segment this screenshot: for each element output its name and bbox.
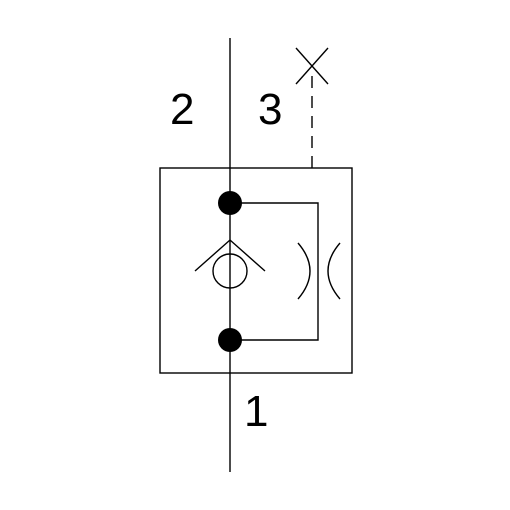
check-valve-icon bbox=[194, 239, 266, 289]
junction-dot-top bbox=[218, 191, 242, 215]
orifice-restriction-icon bbox=[297, 242, 341, 300]
port-2-label: 2 bbox=[170, 85, 194, 134]
port-3-label: 3 bbox=[258, 85, 282, 134]
plugged-port-cross-icon bbox=[295, 47, 329, 85]
junction-dot-bottom bbox=[218, 328, 242, 352]
valve-body-box bbox=[159, 167, 353, 374]
bypass-loop-line bbox=[230, 202, 319, 341]
port-1-label: 1 bbox=[244, 387, 268, 436]
